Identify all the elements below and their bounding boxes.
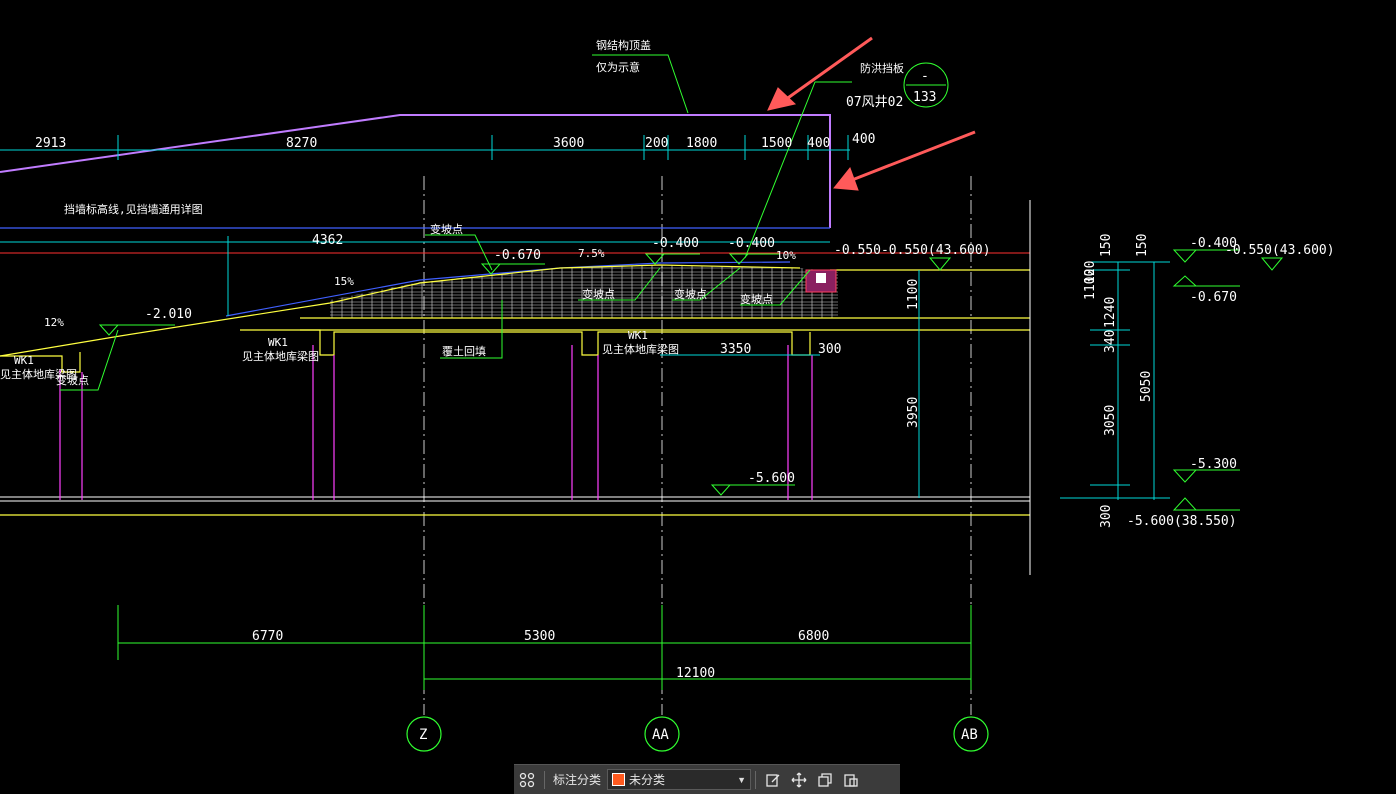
slope-point-label-1: 变坡点 bbox=[430, 222, 463, 236]
copy-icon[interactable] bbox=[812, 767, 838, 793]
toolbar-separator bbox=[755, 770, 757, 789]
dim-4362: 4362 bbox=[312, 233, 343, 248]
detail-bottom-label: 133 bbox=[913, 90, 936, 105]
detail-top-label: - bbox=[921, 69, 929, 84]
right-level-0400: -0.400 bbox=[1190, 236, 1237, 251]
see-main-label-2: 见主体地库梁图 bbox=[602, 342, 679, 356]
dim-r-5050: 5050 bbox=[1139, 371, 1154, 402]
category-selected-value: 未分类 bbox=[629, 773, 666, 787]
leader-lines bbox=[60, 54, 949, 391]
steel-top-label-1: 钢结构顶盖 bbox=[596, 38, 651, 52]
slope-point-label-5: 变坡点 bbox=[56, 373, 89, 387]
dim-r-3050: 3050 bbox=[1103, 405, 1118, 436]
category-select[interactable]: 未分类 ▼ bbox=[607, 769, 752, 790]
level-0670: -0.670 bbox=[494, 248, 541, 263]
dim-top-6: 400 bbox=[807, 136, 830, 151]
paste-icon[interactable] bbox=[838, 767, 864, 793]
chevron-down-icon: ▼ bbox=[737, 774, 747, 785]
slope-12: 12% bbox=[44, 316, 64, 329]
detail-ref-label: 07风井02 bbox=[846, 95, 903, 110]
axis-bubbles bbox=[406, 716, 989, 752]
dim-r-1240: 1240 bbox=[1103, 297, 1118, 328]
see-main-label-3: 见主体地库梁图 bbox=[0, 367, 77, 381]
columns bbox=[59, 345, 813, 500]
right-level-0550: -0.550(43.600) bbox=[1225, 243, 1335, 258]
dim-r-1100: 1100 bbox=[1083, 269, 1098, 300]
move-icon[interactable] bbox=[786, 767, 812, 793]
dim-top-2: 3600 bbox=[553, 136, 584, 151]
dim-top-7: 400 bbox=[852, 132, 875, 147]
level-0550: -0.550-0.550(43.600) bbox=[834, 243, 991, 258]
slope-75: 7.5% bbox=[578, 247, 605, 260]
wk1-label-1: WK1 bbox=[268, 336, 288, 349]
flood-board-label: 防洪挡板 bbox=[860, 61, 904, 75]
red-arrows bbox=[767, 36, 976, 191]
top-dim-line bbox=[0, 135, 850, 316]
dim-1100-mid: 1100 bbox=[906, 279, 921, 310]
toolbar-separator bbox=[544, 770, 545, 789]
axis-label-aa: AA bbox=[652, 727, 669, 743]
right-level-5600: -5.600(38.550) bbox=[1127, 514, 1237, 529]
right-dim-lines bbox=[660, 261, 1170, 500]
grid-apps-icon[interactable] bbox=[514, 767, 540, 793]
level-5600: -5.600 bbox=[748, 471, 795, 486]
slope-point-label-3: 变坡点 bbox=[674, 287, 707, 301]
category-label: 标注分类 bbox=[553, 773, 602, 787]
dim-5300: 5300 bbox=[524, 629, 555, 644]
dim-top-3: 200 bbox=[645, 136, 668, 151]
level-markers bbox=[98, 249, 1284, 511]
axis-label-ab: AB bbox=[961, 727, 978, 743]
backfill-hatch bbox=[330, 265, 838, 318]
wk1-label-2: WK1 bbox=[628, 329, 648, 342]
axis-label-z: Z bbox=[419, 727, 427, 743]
slope-15: 15% bbox=[334, 275, 354, 288]
dim-top-4: 1800 bbox=[686, 136, 717, 151]
floor-lines bbox=[0, 200, 1031, 575]
dim-r-340: 340 bbox=[1103, 330, 1118, 353]
wall-note-label: 挡墙标高线,见挡墙通用详图 bbox=[64, 202, 203, 216]
dim-6770: 6770 bbox=[252, 629, 283, 644]
dim-r-150b: 150 bbox=[1135, 234, 1150, 257]
slope-point-label-2: 变坡点 bbox=[582, 287, 615, 301]
dim-top-0: 2913 bbox=[35, 136, 66, 151]
grid-lines bbox=[423, 176, 972, 715]
right-level-0670: -0.670 bbox=[1190, 290, 1237, 305]
steel-roof-outline bbox=[0, 114, 831, 228]
slope-point-label-4: 变坡点 bbox=[740, 292, 773, 306]
level-2010: -2.010 bbox=[145, 307, 192, 322]
steel-top-label-2: 仅为示意 bbox=[596, 60, 640, 74]
dim-12100: 12100 bbox=[676, 666, 715, 681]
backfill-label: 覆土回填 bbox=[442, 344, 486, 358]
annotation-toolbar: 标注分类 未分类 ▼ bbox=[514, 764, 900, 794]
dim-top-1: 8270 bbox=[286, 136, 317, 151]
wk1-label-3: WK1 bbox=[14, 354, 34, 367]
level-0400-b: -0.400 bbox=[728, 236, 775, 251]
dim-top-5: 1500 bbox=[761, 136, 792, 151]
dim-r-150a: 150 bbox=[1099, 234, 1114, 257]
dim-6800: 6800 bbox=[798, 629, 829, 644]
level-0400-a: -0.400 bbox=[652, 236, 699, 251]
category-color-swatch bbox=[612, 773, 626, 786]
dim-r-300: 300 bbox=[1099, 505, 1114, 528]
flood-board-core bbox=[816, 273, 826, 283]
see-main-label-1: 见主体地库梁图 bbox=[242, 349, 319, 363]
right-level-5300: -5.300 bbox=[1190, 457, 1237, 472]
dim-r-120: 120 bbox=[1083, 261, 1098, 284]
edit-icon[interactable] bbox=[760, 767, 786, 793]
dim-300-mid: 300 bbox=[818, 342, 841, 357]
dim-3350: 3350 bbox=[720, 342, 751, 357]
bottom-dim-lines bbox=[117, 605, 972, 690]
dim-3950: 3950 bbox=[906, 397, 921, 428]
slope-10: 10% bbox=[776, 249, 796, 262]
